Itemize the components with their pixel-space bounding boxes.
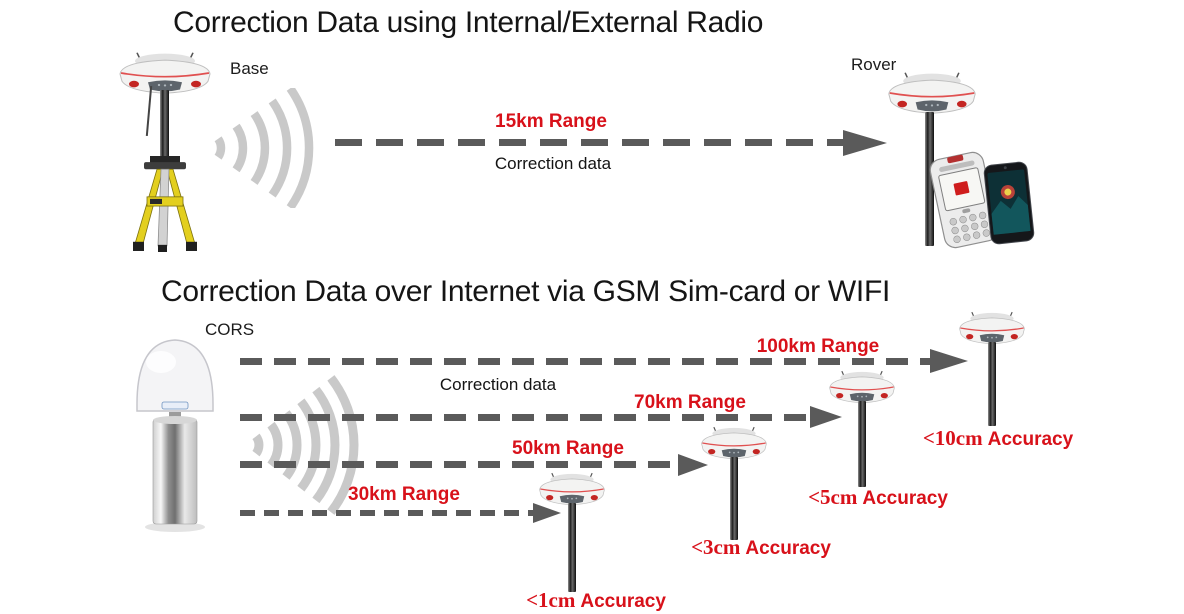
accuracy-word-1cm: Accuracy [580,591,666,612]
radio-section-title: Correction Data using Internal/External … [173,6,764,39]
arrow-50km-dashes [240,461,678,468]
rover-gnss-receiver-icon [884,70,980,116]
range-label-100km: 100km Range [756,336,880,357]
arrow-30km-head-icon [533,503,561,523]
cors-label: CORS [205,320,255,339]
arrow-30km-dashes [240,510,533,516]
cors-radio-waves-icon [252,375,359,515]
base-label: Base [230,59,269,78]
accuracy-value-5cm: <5cm [808,485,858,509]
accuracy-value-10cm: <10cm [922,426,983,450]
arrow-100km-dashes [240,358,930,365]
rover-30km-pole-icon [568,503,576,592]
accuracy-value-3cm: <3cm [691,535,741,559]
base-tripod-icon [120,156,210,252]
range-label-30km: 30km Range [348,484,460,505]
rover-label: Rover [851,55,897,74]
range-label-70km: 70km Range [634,392,746,413]
arrow-50km-head-icon [678,454,708,476]
rover-30km-receiver-icon [536,471,608,507]
radio-waves-icon [214,88,314,208]
accuracy-word-3cm: Accuracy [745,538,831,559]
range-label-50km: 50km Range [512,438,624,459]
correction-arrow-dashes [335,139,843,146]
rover-70km-pole-icon [858,401,866,487]
rover-100km-receiver-icon [956,310,1028,346]
correction-arrow-head-icon [843,130,887,156]
accuracy-word-5cm: Accuracy [862,488,948,509]
range-label-15km: 15km Range [495,111,607,132]
rover-50km-receiver-icon [698,425,770,461]
correction-data-label-bottom: Correction data [439,375,557,394]
accuracy-value-1cm: <1cm [526,588,576,612]
correction-data-label-top: Correction data [494,154,612,173]
rover-70km-receiver-icon [826,369,898,405]
internet-section-title: Correction Data over Internet via GSM Si… [161,275,891,308]
rover-100km-pole-icon [988,342,996,426]
arrow-100km-head-icon [930,349,968,373]
rover-pole-icon [925,112,934,246]
arrow-70km-dashes [240,414,810,421]
arrow-70km-head-icon [810,406,842,428]
accuracy-word-10cm: Accuracy [987,429,1074,450]
cors-antenna-icon [128,334,223,534]
rover-50km-pole-icon [730,457,738,540]
smartphone-icon [982,160,1036,246]
base-pole-icon [160,90,169,162]
